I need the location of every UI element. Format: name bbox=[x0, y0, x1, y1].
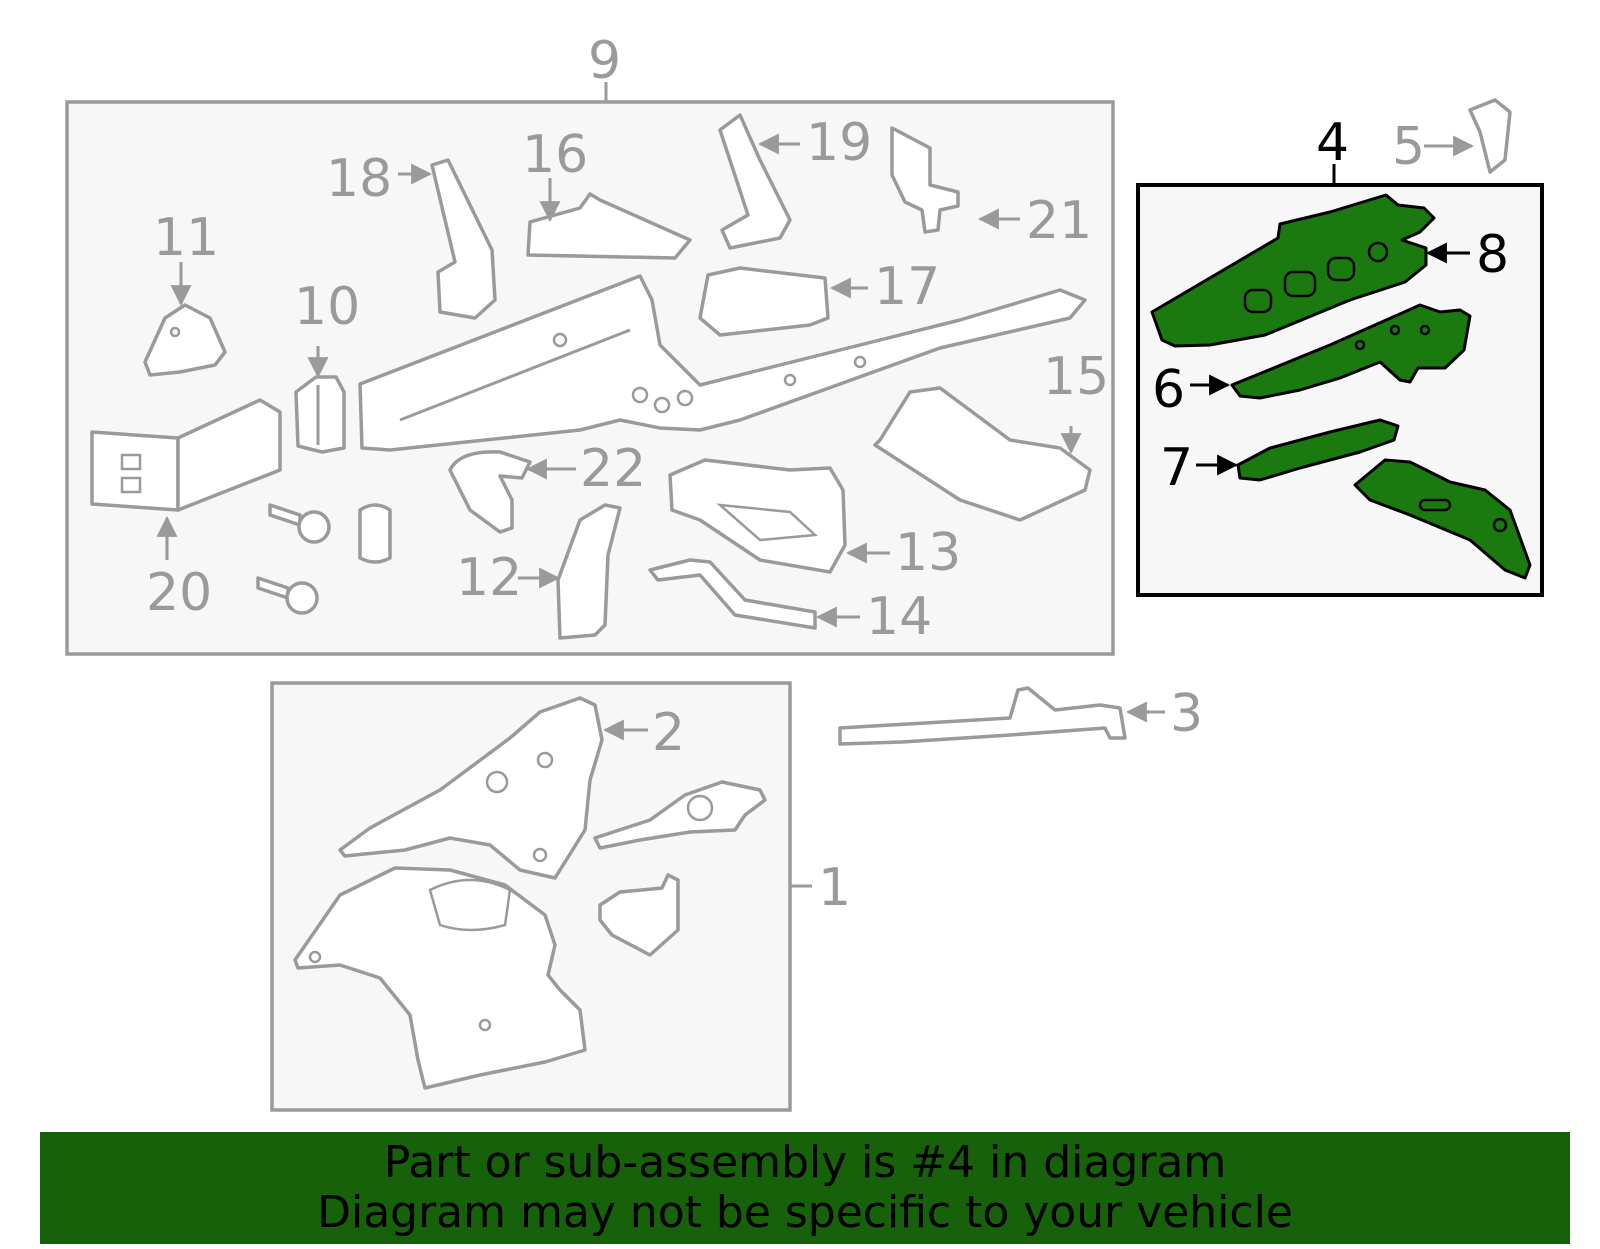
part-11[interactable] bbox=[143, 303, 227, 377]
callout-9: 9 bbox=[588, 31, 621, 91]
main-rail-line bbox=[399, 328, 631, 422]
part-11-hole bbox=[169, 326, 181, 338]
callout-18: 18 bbox=[326, 149, 392, 209]
part-12[interactable] bbox=[556, 503, 622, 640]
callout-12: 12 bbox=[456, 548, 522, 608]
callout-7: 7 bbox=[1160, 438, 1193, 498]
callout-2: 2 bbox=[652, 703, 685, 763]
banner-line-1: Part or sub-assembly is #4 in diagram bbox=[383, 1137, 1227, 1188]
callout-3: 3 bbox=[1170, 684, 1203, 744]
part-5[interactable] bbox=[1468, 98, 1512, 174]
callout-17: 17 bbox=[874, 257, 940, 317]
callout-22: 22 bbox=[580, 439, 646, 499]
part-1-wheelhouse-hole-b bbox=[478, 1018, 492, 1032]
part-15[interactable] bbox=[873, 386, 1092, 522]
part-6-hole-a bbox=[1354, 339, 1366, 351]
rail-hole-a bbox=[631, 386, 649, 404]
callout-4: 4 bbox=[1316, 113, 1349, 173]
callout-13: 13 bbox=[895, 523, 961, 583]
part-10[interactable] bbox=[294, 375, 346, 454]
callout-5: 5 bbox=[1392, 117, 1425, 177]
part-20-tube bbox=[176, 398, 282, 512]
part-4-lower-slot bbox=[1418, 498, 1452, 512]
rail-hole-c bbox=[676, 389, 694, 407]
callout-8: 8 bbox=[1476, 225, 1509, 285]
callout-10: 10 bbox=[294, 277, 360, 337]
group-1: 1 2 bbox=[270, 681, 851, 1112]
part-20-slot-b bbox=[120, 476, 142, 494]
part-8-slot-a bbox=[1243, 288, 1273, 314]
part-21[interactable] bbox=[890, 126, 960, 234]
part-6[interactable] bbox=[1230, 303, 1472, 400]
part-22[interactable] bbox=[448, 450, 532, 534]
info-banner: Part or sub-assembly is #4 in diagram Di… bbox=[40, 1132, 1570, 1244]
banner-line-2: Diagram may not be specific to your vehi… bbox=[317, 1187, 1293, 1238]
rail-hole-f bbox=[552, 332, 568, 348]
part-2-hole-b bbox=[536, 751, 554, 769]
part-13-opening bbox=[716, 503, 818, 542]
spacer-sleeve[interactable] bbox=[358, 503, 392, 564]
part-main-rail[interactable] bbox=[358, 274, 1087, 452]
part-18[interactable] bbox=[430, 158, 497, 320]
part-1-wheelhouse[interactable] bbox=[293, 866, 587, 1090]
part-4-lower-bracket[interactable] bbox=[1353, 458, 1532, 580]
part-2[interactable] bbox=[338, 696, 604, 880]
rail-hole-d bbox=[783, 373, 797, 387]
part-2-hole-c bbox=[532, 847, 548, 863]
part-1-wheelhouse-hole bbox=[308, 950, 322, 964]
part-14[interactable] bbox=[648, 558, 817, 630]
part-7[interactable] bbox=[1236, 418, 1400, 482]
callout-20: 20 bbox=[146, 563, 212, 623]
part-4-lower-hole bbox=[1492, 517, 1508, 533]
callout-21: 21 bbox=[1026, 191, 1092, 251]
part-1-wheelhouse-dome bbox=[428, 878, 512, 932]
rail-hole-e bbox=[853, 355, 867, 369]
callout-14: 14 bbox=[866, 587, 932, 647]
group-4: 4 8 6 7 bbox=[1136, 113, 1544, 597]
part-8-slot-c bbox=[1326, 256, 1356, 282]
part-8-hole bbox=[1367, 241, 1389, 263]
callout-11: 11 bbox=[153, 208, 219, 268]
part-1-bracket[interactable] bbox=[593, 780, 767, 850]
part-17[interactable] bbox=[698, 266, 830, 337]
part-1-shield[interactable] bbox=[598, 873, 680, 957]
bolt-upper-head bbox=[297, 510, 331, 544]
part-2-hole-a bbox=[485, 770, 509, 794]
callout-6: 6 bbox=[1152, 360, 1185, 420]
part-8-slot-b bbox=[1283, 270, 1317, 298]
rail-hole-b bbox=[653, 396, 671, 414]
part-20-slot-a bbox=[120, 453, 142, 471]
group-9: 9 11 10 20 18 16 19 bbox=[65, 31, 1115, 656]
callout-19: 19 bbox=[806, 113, 872, 173]
part-8[interactable] bbox=[1150, 193, 1436, 348]
callout-1: 1 bbox=[818, 858, 851, 918]
part-6-hole-c bbox=[1419, 324, 1431, 336]
part-16[interactable] bbox=[526, 192, 692, 260]
part-3[interactable] bbox=[838, 686, 1127, 746]
bolt-lower-head bbox=[285, 581, 319, 615]
part-19[interactable] bbox=[718, 113, 792, 250]
callout-15: 15 bbox=[1043, 347, 1109, 407]
callout-16: 16 bbox=[522, 125, 588, 185]
part-1-bracket-hole bbox=[686, 794, 714, 822]
part-6-hole-b bbox=[1389, 324, 1401, 336]
part-20[interactable] bbox=[90, 430, 180, 512]
